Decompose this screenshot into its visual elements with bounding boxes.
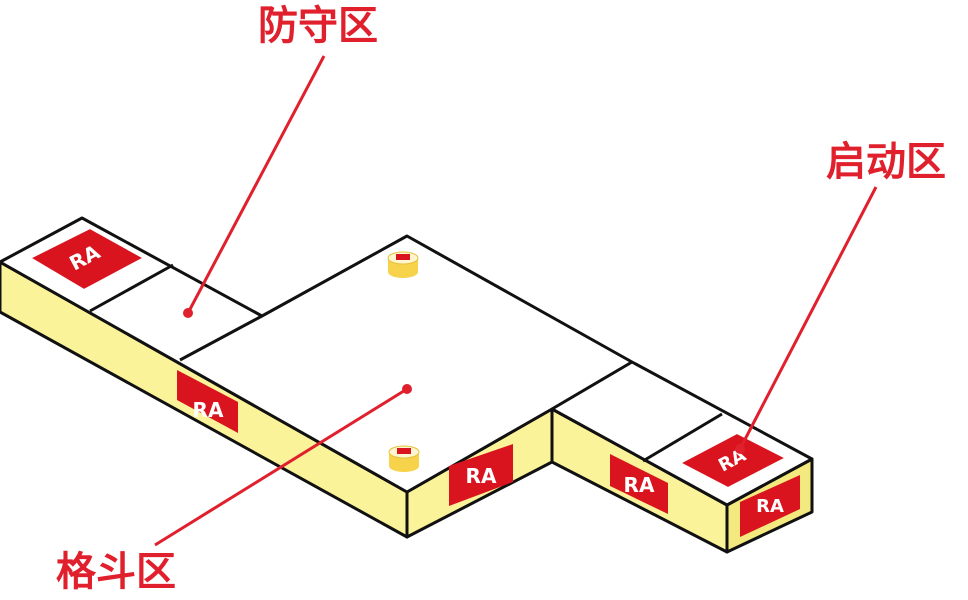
dot-battle [402,384,412,394]
wall-logo-2: RA [449,444,513,506]
wall-logo-1: RA [177,370,238,433]
wall-logo-4: RA [740,475,800,537]
leader-start [738,186,878,450]
zone-divider-2 [179,314,263,362]
battle-zone-label: 格斗区 [56,549,176,595]
wall-logo-4-text: RA [756,496,784,517]
wall-logo-3-text: RA [624,473,655,497]
start-zone-label: 启动区 [826,139,946,185]
dot-start [735,444,745,454]
arena-top [0,216,814,507]
annotations [154,55,878,547]
zone-divider-4 [642,412,723,463]
wall-logo-3: RA [610,454,668,514]
wall-logo-2-text: RA [466,464,497,488]
wall-logo-1-text: RA [193,398,224,422]
start-pad-left: RA [27,226,147,292]
defense-zone-label: 防守区 [258,3,378,49]
zone-divider-3 [551,360,633,411]
dot-defense [183,308,193,318]
zone-divider-1 [89,263,174,313]
arena-disc-bottom [388,445,420,472]
leader-defense [186,55,326,314]
arena-disc-top [387,251,419,278]
leader-battle [154,387,408,547]
